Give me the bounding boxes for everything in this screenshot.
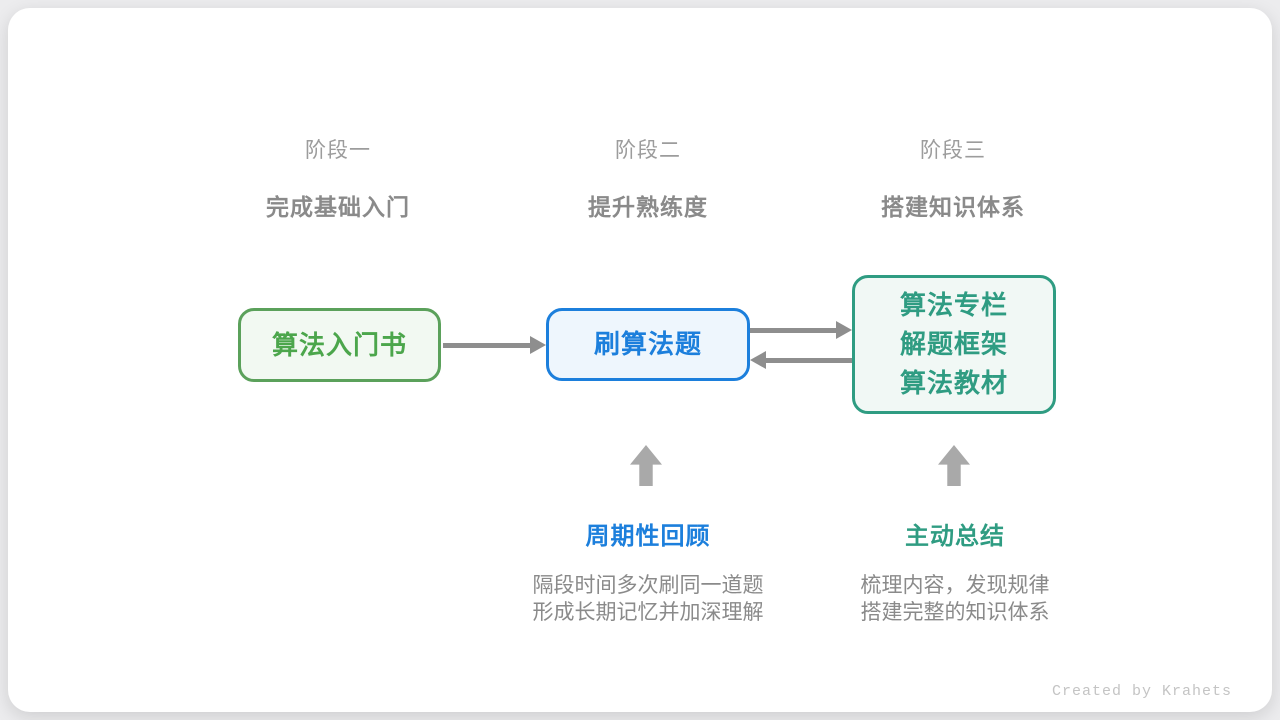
node-knowledge-system-line-3: 算法教材 [899, 368, 1008, 398]
node-practice-problems: 刷算法题 [546, 308, 750, 381]
desc-line: 形成长期记忆并加深理解 [532, 601, 764, 624]
arrow-line [750, 327, 836, 333]
arrow-line [766, 357, 852, 363]
annotation-periodic-review: 周期性回顾 隔段时间多次刷同一道题 形成长期记忆并加深理解 [478, 516, 818, 626]
stage-2-subtitle: 提升熟练度 [588, 194, 708, 220]
arrow-practice-to-system-icon [750, 321, 852, 339]
arrow-head-left-icon [750, 351, 766, 369]
stage-header-1: 阶段一 完成基础入门 [178, 134, 498, 222]
up-arrow-review-icon [630, 445, 662, 486]
node-practice-problems-label: 刷算法题 [593, 329, 702, 359]
credit-text: Created by Krahets [1051, 683, 1232, 700]
stage-1-label: 阶段一 [305, 139, 371, 162]
arrow-head-right-icon [836, 321, 852, 339]
arrow-line [443, 342, 530, 348]
stage-1-subtitle: 完成基础入门 [266, 194, 410, 220]
annotation-active-summary-desc: 梳理内容，发现规律 搭建完整的知识体系 [785, 572, 1125, 626]
node-intro-book: 算法入门书 [238, 308, 441, 382]
annotation-periodic-review-title: 周期性回顾 [585, 523, 711, 550]
node-knowledge-system-line-1: 算法专栏 [899, 290, 1008, 320]
diagram-card: 阶段一 完成基础入门 阶段二 提升熟练度 阶段三 搭建知识体系 算法入门书 刷算… [8, 8, 1272, 712]
arrow-system-to-practice-icon [750, 351, 852, 369]
node-knowledge-system-line-2: 解题框架 [899, 329, 1008, 359]
stage-3-subtitle: 搭建知识体系 [881, 194, 1025, 220]
stage-2-label: 阶段二 [615, 139, 681, 162]
desc-line: 搭建完整的知识体系 [860, 601, 1050, 624]
desc-line: 梳理内容，发现规律 [860, 574, 1050, 597]
stage-header-2: 阶段二 提升熟练度 [488, 134, 808, 222]
arrow-intro-to-practice-icon [443, 336, 546, 354]
node-knowledge-system: 算法专栏 解题框架 算法教材 [852, 275, 1056, 414]
up-arrow-summarize-icon [938, 445, 970, 486]
stage-header-3: 阶段三 搭建知识体系 [793, 134, 1113, 222]
annotation-active-summary: 主动总结 梳理内容，发现规律 搭建完整的知识体系 [785, 516, 1125, 626]
node-intro-book-label: 算法入门书 [271, 329, 407, 360]
desc-line: 隔段时间多次刷同一道题 [532, 574, 764, 597]
annotation-active-summary-title: 主动总结 [905, 523, 1005, 550]
stage-3-label: 阶段三 [920, 139, 986, 162]
arrow-head-right-icon [530, 336, 546, 354]
annotation-periodic-review-desc: 隔段时间多次刷同一道题 形成长期记忆并加深理解 [478, 572, 818, 626]
